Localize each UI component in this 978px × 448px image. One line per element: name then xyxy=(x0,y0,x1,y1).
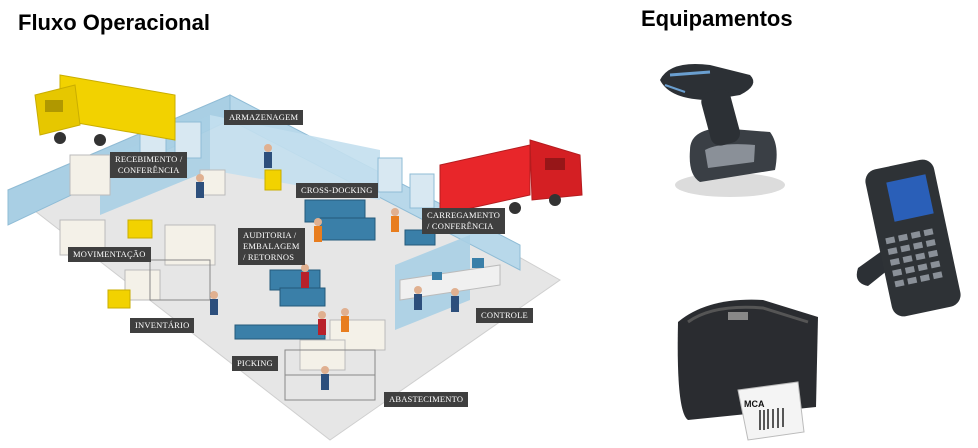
area-label-recebimento: RECEBIMENTO / CONFERÊNCIA xyxy=(110,152,188,178)
storage-rack xyxy=(149,259,376,401)
dock-door xyxy=(409,173,435,209)
partition-wall xyxy=(210,115,380,200)
blue-containers xyxy=(234,199,436,340)
area-label-armazenagem: ARMAZENAGEM xyxy=(224,110,304,125)
area-label-auditoria: AUDITORIA / EMBALAGEM / RETORNOS xyxy=(238,228,305,265)
worker-figure xyxy=(196,144,459,390)
area-label-controle: CONTROLE xyxy=(476,308,533,323)
area-label-cross-docking: CROSS-DOCKING xyxy=(296,183,378,198)
truck-red xyxy=(439,139,583,216)
diagram-title-right: Equipamentos xyxy=(641,6,793,31)
area-label-inventario: INVENTÁRIO xyxy=(130,318,195,333)
area-label-picking: PICKING xyxy=(232,356,278,371)
barcode-scanner-icon xyxy=(660,64,785,197)
diagram-title-left: Fluxo Operacional xyxy=(18,10,210,35)
area-label-carregamento: CARREGAMENTO / CONFERÊNCIA xyxy=(422,208,506,234)
warehouse-illustration xyxy=(7,74,583,441)
truck-yellow xyxy=(34,74,176,146)
control-desk xyxy=(399,258,501,301)
handheld-terminal-icon xyxy=(856,159,961,317)
dock-door xyxy=(377,157,403,193)
printer-label-text: MCA xyxy=(744,399,765,409)
area-label-abastecimento: ABASTECIMENTO xyxy=(384,392,469,407)
label-printer-icon: MCA xyxy=(677,299,818,441)
forklift xyxy=(107,169,282,309)
area-label-movimentacao: MOVIMENTAÇÃO xyxy=(68,247,151,262)
pallet-boxes xyxy=(59,154,386,371)
